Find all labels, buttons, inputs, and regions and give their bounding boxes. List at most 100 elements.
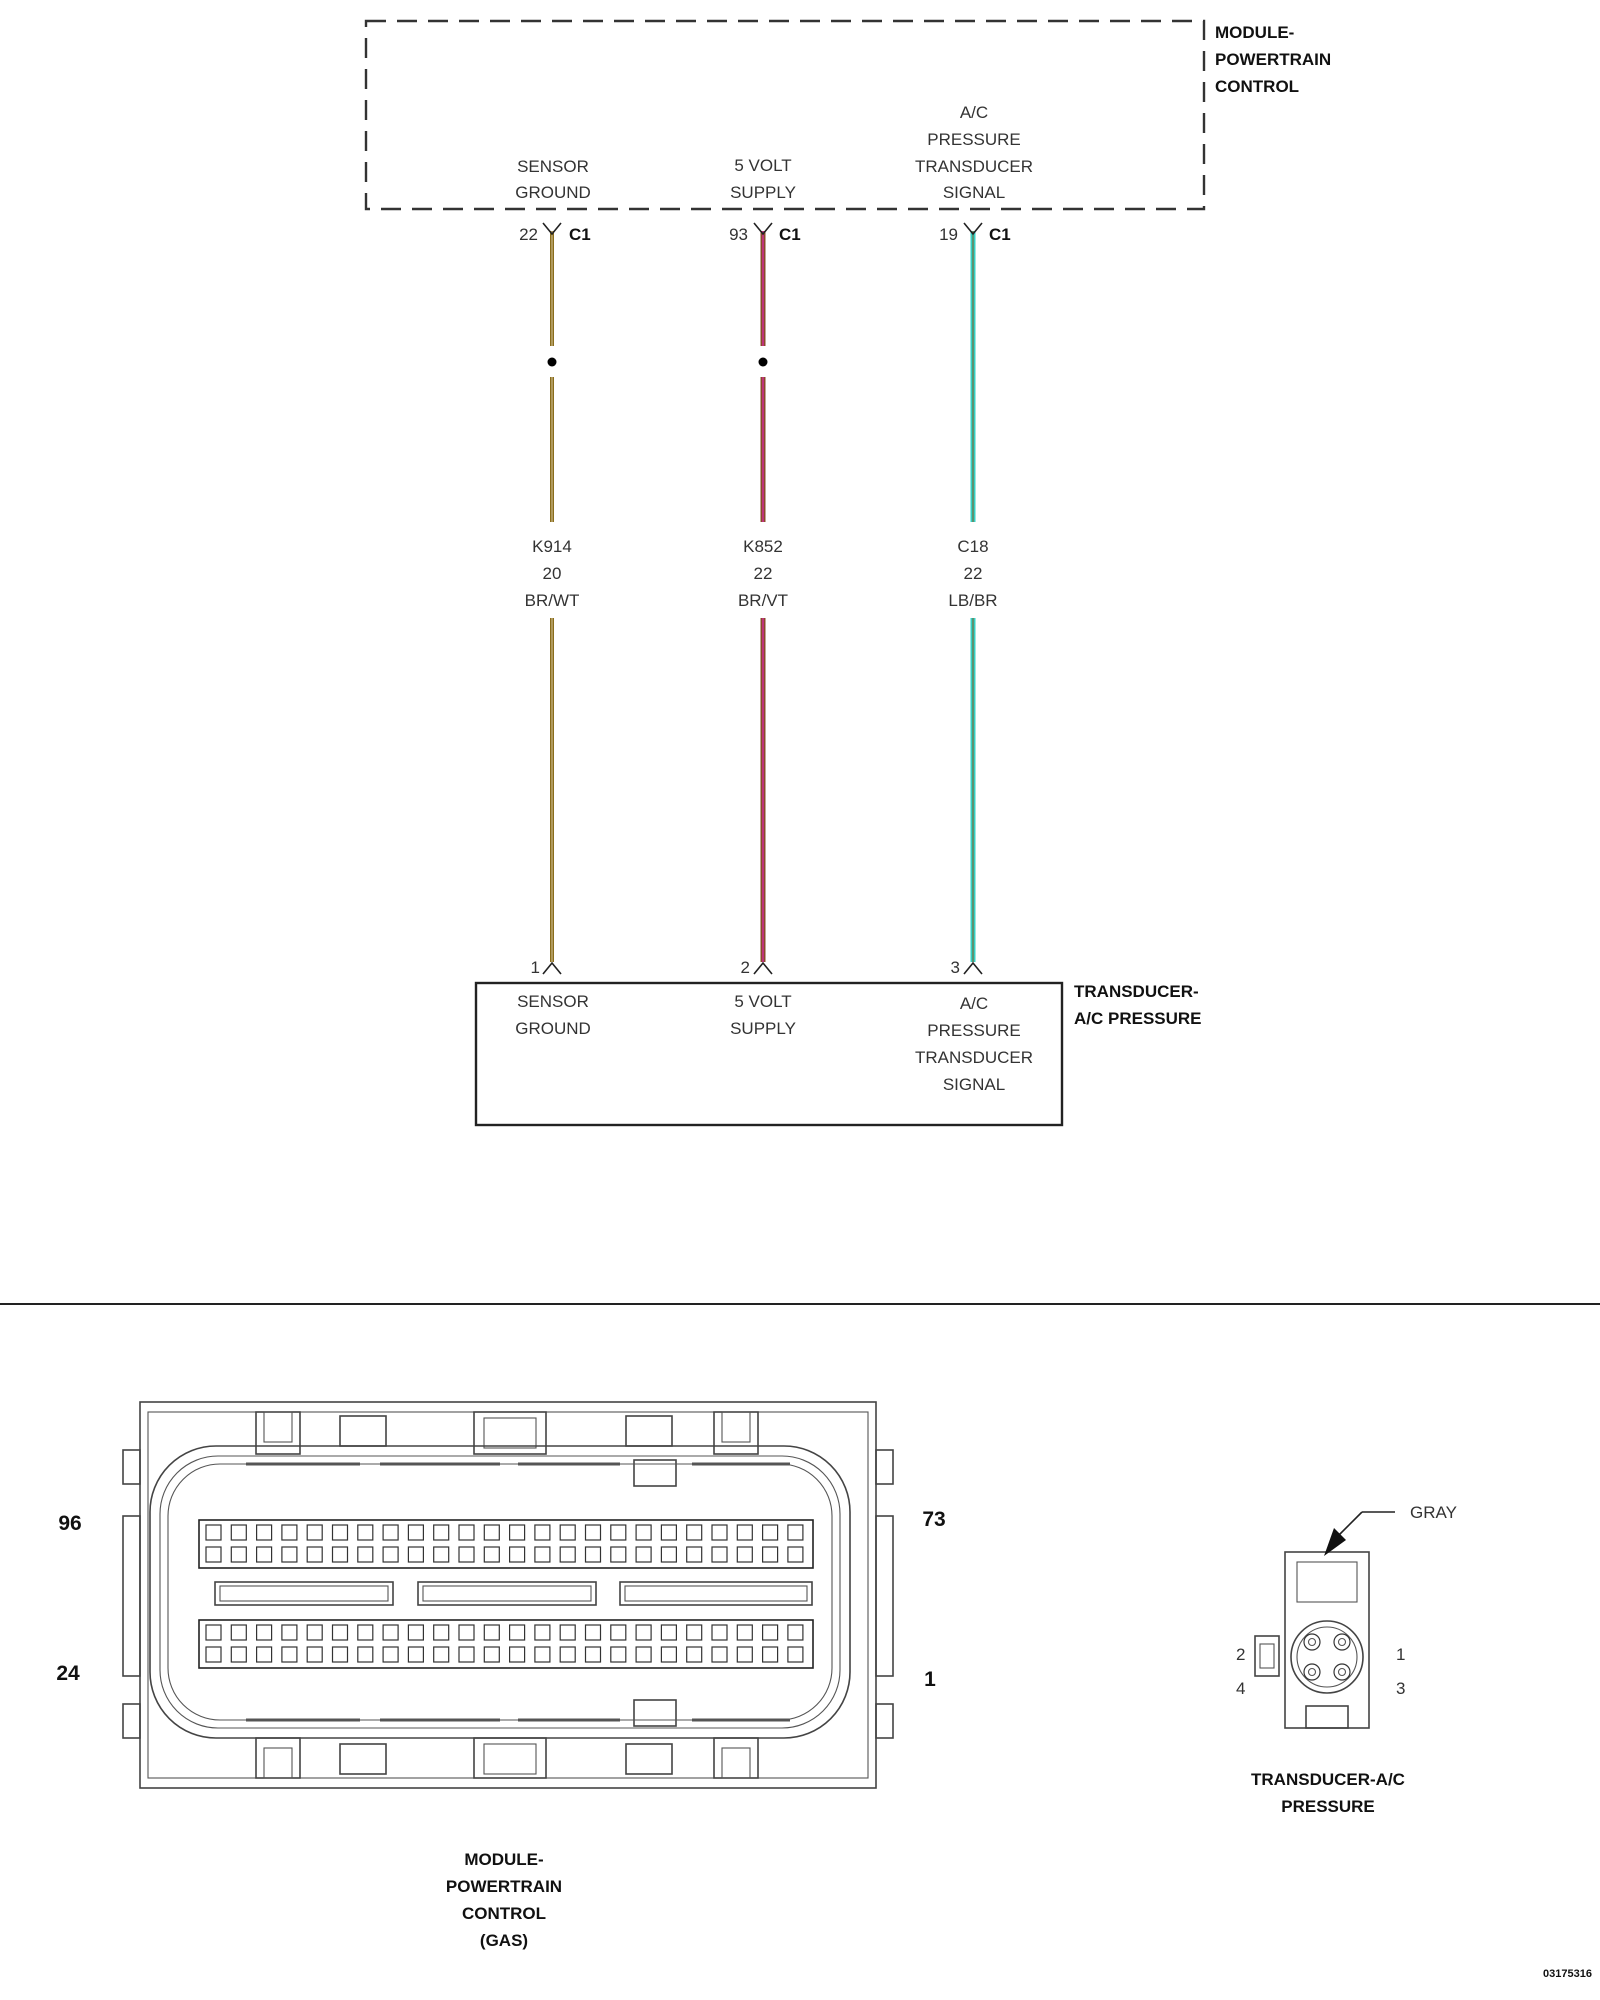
pcm-pin-cavity — [306, 1546, 323, 1563]
pcm-pin-cavity — [711, 1546, 728, 1563]
pcm-pin-cavity — [306, 1624, 323, 1641]
pcm-pin-cavity — [382, 1546, 399, 1563]
pcm-pin-cavity — [256, 1546, 273, 1563]
pcm-label-5v-line-1: 5 VOLT — [734, 156, 791, 175]
tr-label-5v-line-2: SUPPLY — [730, 1019, 796, 1038]
pcm-pin-cavity — [483, 1524, 500, 1541]
pcm-pin-cavity — [584, 1624, 602, 1641]
pcm-pin-cavity — [711, 1646, 728, 1663]
pcm-title-line-3: CONTROL — [1215, 77, 1299, 96]
pcm-module-box: MODULE- POWERTRAIN CONTROL — [364, 19, 1331, 211]
circuit-id-c18: C18 — [957, 537, 988, 556]
pcm-pin-cavity — [205, 1524, 222, 1541]
pcm-view-caption-line-3: CONTROL — [462, 1904, 546, 1923]
wire-k852 — [758, 231, 768, 962]
pcm-pin-cavity — [610, 1546, 627, 1563]
pcm-pin-cavity — [787, 1524, 804, 1541]
transducer-view-pin-2: 2 — [1236, 1645, 1245, 1664]
pcm-pin-cavity — [281, 1646, 298, 1663]
pcm-pin-cavity — [331, 1546, 349, 1563]
gray-arrow-icon — [1324, 1528, 1346, 1556]
pcm-pin-cavity — [534, 1546, 551, 1563]
pcm-pin-cavity — [761, 1546, 779, 1563]
pcm-pin-cavity — [433, 1624, 450, 1641]
tr-label-sensor-line-1: SENSOR — [517, 992, 589, 1011]
pcm-pin-cavity — [660, 1546, 678, 1563]
transducer-view-pin-1: 1 — [1396, 1645, 1405, 1664]
circuit-id-k852: K852 — [743, 537, 783, 556]
pcm-view-caption-line-2: POWERTRAIN — [446, 1877, 562, 1896]
pcm-pin-cavity — [306, 1646, 323, 1663]
pcm-pin-cavity — [635, 1524, 652, 1541]
pcm-title-line-2: POWERTRAIN — [1215, 50, 1331, 69]
pcm-pin-cavity — [357, 1546, 374, 1563]
pcm-pin-cavity — [686, 1624, 703, 1641]
pcm-view-caption-line-1: MODULE- — [464, 1850, 543, 1869]
pcm-pin-cavity — [559, 1646, 576, 1663]
transducer-title-line-1: TRANSDUCER- — [1074, 982, 1199, 1001]
circuit-id-k914: K914 — [532, 537, 572, 556]
pcm-pin-cavity — [483, 1646, 500, 1663]
pcm-pin-93: 93 — [729, 225, 748, 244]
pcm-pin-cavity — [509, 1546, 526, 1563]
pcm-pin-cavity — [407, 1524, 424, 1541]
transducer-box: TRANSDUCER- A/C PRESSURE SENSOR GROUND 5… — [474, 981, 1202, 1127]
tr-label-signal-line-2: PRESSURE — [927, 1021, 1021, 1040]
pcm-label-signal-line-4: SIGNAL — [943, 183, 1005, 202]
wire-k914 — [547, 231, 557, 962]
circuit-color-k852: BR/VT — [738, 591, 788, 610]
pcm-connector-c1-a: C1 — [569, 225, 591, 244]
pcm-pin-cavity — [787, 1646, 804, 1663]
pcm-terminals: 22 C1 93 C1 19 C1 — [519, 222, 1011, 244]
pcm-pin-cavity — [736, 1524, 753, 1541]
pcm-pin-label-1: 1 — [924, 1668, 936, 1691]
pcm-pin-cavity — [407, 1546, 424, 1563]
pcm-pin-cavity — [458, 1624, 475, 1641]
pcm-pin-cavity — [787, 1546, 804, 1563]
transducer-color-label: GRAY — [1410, 1503, 1457, 1522]
pcm-pin-cavity — [256, 1624, 273, 1641]
pcm-pin-cavity — [584, 1524, 602, 1541]
pcm-pin-cavity — [306, 1524, 323, 1541]
pcm-pin-cavity — [281, 1546, 298, 1563]
pcm-pin-cavity — [382, 1524, 399, 1541]
pcm-pin-cavity — [711, 1524, 728, 1541]
pcm-pin-cavity — [256, 1646, 273, 1663]
pcm-pin-cavity — [559, 1546, 576, 1563]
pcm-pin-cavity — [230, 1546, 247, 1563]
circuit-gauge-c18: 22 — [964, 564, 983, 583]
transducer-terminals: 1 2 3 — [531, 958, 983, 977]
pcm-pin-cavity — [711, 1624, 728, 1641]
pcm-label-sensor-line-1: SENSOR — [517, 157, 589, 176]
transducer-view-pin-3: 3 — [1396, 1679, 1405, 1698]
transducer-view-caption-line-1: TRANSDUCER-A/C — [1251, 1770, 1405, 1789]
transducer-title-line-2: A/C PRESSURE — [1074, 1009, 1202, 1028]
pcm-view-caption-line-4: (GAS) — [480, 1931, 528, 1950]
pcm-connector-view: 96 73 24 1 MODULE- POWERTRAIN CONTROL (G… — [56, 1401, 946, 1950]
pcm-label-5v-line-2: SUPPLY — [730, 183, 796, 202]
pcm-pin-cavity — [230, 1646, 247, 1663]
pcm-pin-cavity — [357, 1524, 374, 1541]
pcm-pin-cavity — [458, 1524, 475, 1541]
tr-label-sensor-line-2: GROUND — [515, 1019, 591, 1038]
transducer-pin-3: 3 — [951, 958, 960, 977]
pcm-pin-cavity — [407, 1646, 424, 1663]
pcm-label-signal-line-2: PRESSURE — [927, 130, 1021, 149]
pcm-pin-19: 19 — [939, 225, 958, 244]
pcm-pin-22: 22 — [519, 225, 538, 244]
pcm-pin-cavity — [357, 1646, 374, 1663]
pcm-connector-c1-b: C1 — [779, 225, 801, 244]
pcm-function-labels: SENSOR GROUND 5 VOLT SUPPLY A/C PRESSURE… — [515, 103, 1033, 202]
pcm-pin-cavity — [686, 1546, 703, 1563]
pcm-connector-c1-c: C1 — [989, 225, 1011, 244]
pcm-pin-cavity — [230, 1524, 247, 1541]
pcm-pin-label-24: 24 — [56, 1662, 80, 1685]
pcm-pin-cavity — [433, 1646, 450, 1663]
pcm-pin-cavity — [686, 1646, 703, 1663]
pcm-pin-cavity — [761, 1646, 779, 1663]
pcm-pin-cavity — [787, 1624, 804, 1641]
pcm-label-signal-line-3: TRANSDUCER — [915, 157, 1033, 176]
circuit-gauge-k914: 20 — [543, 564, 562, 583]
pcm-pin-cavity — [483, 1624, 500, 1641]
